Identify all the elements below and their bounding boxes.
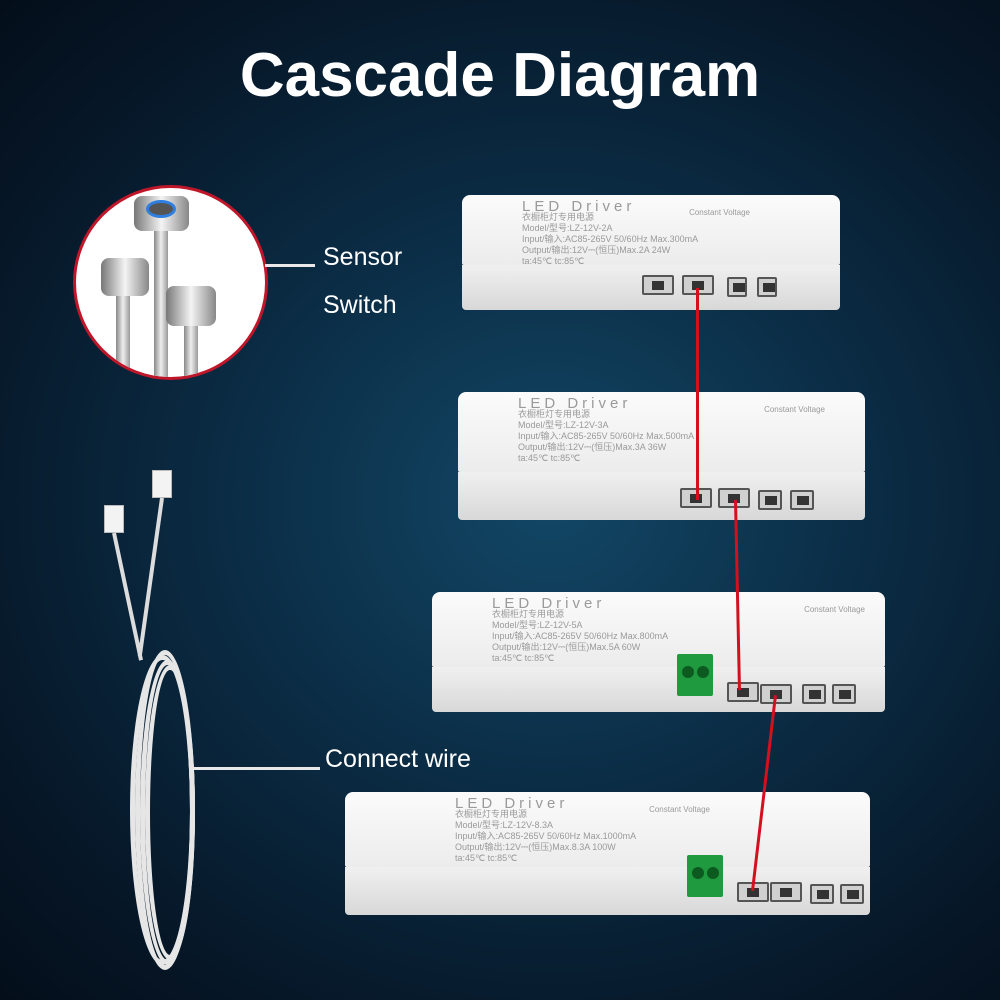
driver-output: Output/输出:12V⎓(恒压)Max.3A 36W bbox=[518, 442, 667, 452]
driver-title: LED Driver bbox=[518, 395, 632, 412]
page-title: Cascade Diagram bbox=[239, 41, 761, 110]
output-port bbox=[802, 684, 826, 704]
output-port bbox=[642, 275, 674, 295]
switch-label: Switch bbox=[323, 291, 397, 319]
driver-title: LED Driver bbox=[522, 198, 636, 215]
driver-output: Output/输出:12V⎓(恒压)Max.2A 24W bbox=[522, 245, 671, 255]
driver-input: Input/输入:AC85-265V 50/60Hz Max.800mA bbox=[492, 631, 669, 641]
sensor-label: Sensor bbox=[323, 243, 403, 271]
driver-cv: Constant Voltage bbox=[649, 805, 710, 814]
output-port bbox=[810, 884, 834, 904]
led-driver-3: LED Driver 衣橱柜灯专用电源 Model/型号:LZ-12V-5A I… bbox=[432, 592, 885, 712]
driver-temp: ta:45℃ tc:85℃ bbox=[522, 256, 585, 266]
driver-output: Output/输出:12V⎓(恒压)Max.5A 60W bbox=[492, 642, 641, 652]
driver-model: Model/型号:LZ-12V-5A bbox=[492, 620, 583, 630]
driver-model: Model/型号:LZ-12V-3A bbox=[518, 420, 609, 430]
driver-title: LED Driver bbox=[455, 795, 569, 812]
wire-leader-line bbox=[190, 767, 320, 770]
output-port bbox=[790, 490, 814, 510]
cascade-link-1 bbox=[696, 288, 699, 500]
input-port bbox=[727, 682, 759, 702]
driver-title: LED Driver bbox=[492, 595, 606, 612]
driver-temp: ta:45℃ tc:85℃ bbox=[492, 653, 555, 663]
driver-temp: ta:45℃ tc:85℃ bbox=[518, 453, 581, 463]
led-driver-1: LED Driver 衣橱柜灯专用电源 Model/型号:LZ-12V-2A I… bbox=[462, 195, 840, 310]
output-port bbox=[758, 490, 782, 510]
led-driver-2: LED Driver 衣橱柜灯专用电源 Model/型号:LZ-12V-3A I… bbox=[458, 392, 865, 520]
driver-temp: ta:45℃ tc:85℃ bbox=[455, 853, 518, 863]
output-port bbox=[757, 277, 777, 297]
output-port bbox=[840, 884, 864, 904]
output-port bbox=[832, 684, 856, 704]
driver-model: Model/型号:LZ-12V-2A bbox=[522, 223, 613, 233]
driver-cv: Constant Voltage bbox=[689, 208, 750, 217]
output-port bbox=[727, 277, 747, 297]
driver-cv: Constant Voltage bbox=[804, 605, 865, 614]
sensor-switch-image bbox=[73, 185, 268, 380]
driver-model: Model/型号:LZ-12V-8.3A bbox=[455, 820, 554, 830]
sensor-leader-line bbox=[265, 264, 315, 267]
sensor-knob bbox=[134, 196, 189, 231]
driver-input: Input/输入:AC85-265V 50/60Hz Max.500mA bbox=[518, 431, 695, 441]
driver-cn: 衣橱柜灯专用电源 bbox=[522, 212, 595, 222]
driver-cn: 衣橱柜灯专用电源 bbox=[455, 809, 528, 819]
driver-input: Input/输入:AC85-265V 50/60Hz Max.1000mA bbox=[455, 831, 637, 841]
connect-wire-label: Connect wire bbox=[325, 745, 471, 773]
driver-output: Output/输出:12V⎓(恒压)Max.8.3A 100W bbox=[455, 842, 616, 852]
output-port bbox=[770, 882, 802, 902]
driver-cn: 衣橱柜灯专用电源 bbox=[492, 609, 565, 619]
driver-cn: 衣橱柜灯专用电源 bbox=[518, 409, 591, 419]
terminal-block bbox=[687, 855, 723, 897]
output-port bbox=[682, 275, 714, 295]
led-driver-4: LED Driver 衣橱柜灯专用电源 Model/型号:LZ-12V-8.3A… bbox=[345, 792, 870, 915]
terminal-block bbox=[677, 654, 713, 696]
driver-cv: Constant Voltage bbox=[764, 405, 825, 414]
driver-input: Input/输入:AC85-265V 50/60Hz Max.300mA bbox=[522, 234, 699, 244]
